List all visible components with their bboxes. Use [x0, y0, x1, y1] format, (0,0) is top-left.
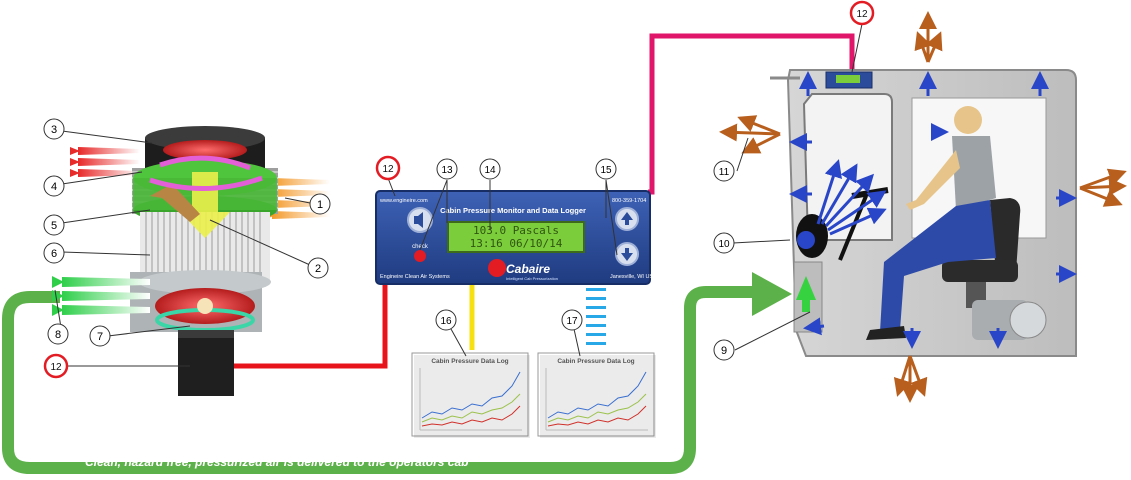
svg-text:10: 10 [718, 239, 730, 250]
callout-15: 15 [595, 158, 617, 180]
svg-text:3: 3 [51, 124, 57, 136]
callout-16: 16 [435, 309, 457, 331]
callout-4: 4 [43, 175, 65, 197]
svg-text:12: 12 [50, 362, 62, 373]
callout-10: 10 [713, 232, 735, 254]
svg-text:16: 16 [440, 316, 452, 327]
hvac-airflow-arrows [816, 159, 887, 236]
monitor-location: Janesville, WI USA [610, 274, 657, 280]
svg-text:15: 15 [600, 165, 612, 176]
duct-arrow-head [752, 272, 792, 316]
svg-text:14: 14 [484, 165, 496, 176]
speaker-icon [414, 212, 423, 228]
monitor-title: Cabin Pressure Monitor and Data Logger [440, 206, 586, 215]
monitor-company: Engineire Clean Air Systems [380, 274, 450, 280]
callout-1: 1 [309, 193, 331, 215]
outlet-green-arrows [52, 276, 150, 316]
callout-13: 13 [436, 158, 458, 180]
callout-5: 5 [43, 214, 65, 236]
operator-head [954, 106, 982, 134]
lcd-line-2: 13:16 06/10/14 [470, 237, 563, 250]
inlet-up-arrow [796, 276, 816, 312]
operator-cab [719, 11, 1127, 403]
green-supply-duct: Clean, hazard free, pressurized air is d… [2, 272, 792, 474]
callout-12-monitor: 12 [375, 155, 401, 181]
pink-signal-line [648, 33, 855, 195]
leader-lines [54, 23, 863, 367]
data-log-17: Cabin Pressure Data Log [537, 352, 656, 438]
callout-12-blower: 12 [43, 353, 69, 379]
svg-text:7: 7 [97, 331, 103, 343]
cabaire-logo-mark [488, 259, 506, 277]
callout-14: 14 [479, 158, 501, 180]
up-arrow-icon [621, 212, 633, 225]
cabaire-tagline: Intelligent Cab Pressurization [506, 276, 558, 281]
callout-17: 17 [561, 309, 583, 331]
down-arrow-icon [621, 248, 633, 261]
red-power-wire [232, 282, 388, 369]
svg-text:12: 12 [856, 9, 868, 20]
log-17-title: Cabin Pressure Data Log [557, 358, 634, 365]
callout-3: 3 [43, 118, 65, 140]
cabaire-logo: Cabaire [506, 262, 550, 276]
svg-text:2: 2 [315, 263, 321, 275]
blower-filter-unit [52, 126, 330, 396]
svg-text:4: 4 [51, 181, 57, 193]
blue-wireless-dashes [586, 288, 606, 345]
callout-8: 8 [47, 323, 69, 345]
exhaust-red-arrows [70, 147, 140, 177]
svg-text:6: 6 [51, 248, 57, 260]
callout-9: 9 [713, 339, 735, 361]
caption-text: Clean, hazard free, pressurized air is d… [85, 455, 468, 469]
svg-text:1: 1 [317, 199, 323, 211]
callout-7: 7 [89, 325, 111, 347]
callout-11: 11 [713, 160, 735, 182]
monitor-website: www.engineire.com [379, 198, 428, 204]
svg-text:17: 17 [566, 316, 578, 327]
outward-leak-arrows [719, 11, 1127, 403]
data-log-16: Cabin Pressure Data Log [411, 352, 530, 438]
svg-text:12: 12 [382, 164, 394, 175]
check-button [414, 250, 426, 262]
check-label: check [412, 244, 429, 250]
pressure-monitor: www.engineire.com 800-359-1704 Cabin Pre… [375, 190, 657, 285]
log-16-title: Cabin Pressure Data Log [431, 358, 508, 365]
lcd-line-1: 103.0 Pascals [473, 224, 559, 237]
svg-text:11: 11 [719, 167, 730, 178]
svg-text:13: 13 [441, 165, 453, 176]
lcd-display [447, 221, 585, 253]
callout-2: 2 [307, 257, 329, 279]
svg-text:9: 9 [721, 345, 727, 357]
callout-6: 6 [43, 242, 65, 264]
monitor-phone: 800-359-1704 [612, 198, 646, 204]
svg-text:5: 5 [51, 220, 57, 232]
cab-pressure-arrows [789, 71, 1077, 349]
svg-text:8: 8 [55, 329, 61, 341]
callout-12-cab: 12 [849, 0, 875, 26]
